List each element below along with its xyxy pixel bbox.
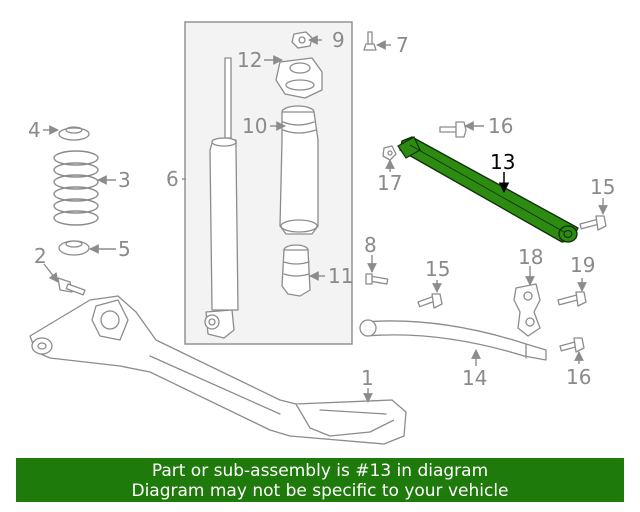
banner-line-2: Diagram may not be specific to your vehi…	[131, 481, 509, 501]
top-mount	[275, 57, 323, 99]
callout-6: 6	[166, 167, 179, 191]
bolt-19	[557, 291, 587, 307]
banner-line-1: Part or sub-assembly is #13 in diagram	[151, 461, 489, 481]
spring-seat-lower	[58, 240, 90, 256]
callout-18: 18	[518, 245, 543, 269]
nut-17	[382, 145, 397, 161]
leader-lines	[43, 35, 608, 403]
bolt-8	[365, 273, 389, 285]
callout-14: 14	[462, 366, 487, 390]
callout-12: 12	[237, 48, 262, 72]
callout-8: 8	[364, 233, 377, 257]
coil-spring	[53, 150, 99, 226]
callout-1: 1	[361, 366, 374, 390]
bolt-16-lower	[559, 337, 585, 353]
spring-seat-upper	[58, 126, 90, 141]
nut-9	[291, 31, 313, 49]
parts-diagram: 1 2 3 4 5 6 7 8 9 10 11 12 13 14 15 15 1…	[28, 21, 615, 445]
shock-absorber	[204, 57, 239, 339]
callout-2: 2	[34, 244, 47, 268]
callout-9: 9	[332, 28, 345, 52]
dust-boot	[279, 105, 319, 235]
rear-axle-beam	[29, 295, 407, 445]
lateral-rod	[359, 319, 547, 361]
callout-4: 4	[28, 118, 41, 142]
callout-19: 19	[570, 253, 595, 277]
callout-11: 11	[328, 264, 353, 288]
bump-stop	[281, 244, 311, 297]
bolt-15-middle	[417, 293, 443, 309]
bolt-7	[363, 31, 377, 51]
callout-17: 17	[377, 171, 402, 195]
bolt-16-upper	[439, 121, 467, 138]
bolt-2	[57, 277, 86, 296]
callout-16-upper: 16	[488, 114, 513, 138]
bracket-18	[513, 283, 541, 337]
callout-5: 5	[118, 237, 131, 261]
highlighted-link-13	[397, 136, 579, 243]
callout-3: 3	[118, 168, 131, 192]
callout-13: 13	[490, 150, 515, 174]
callout-16-lower: 16	[566, 365, 591, 389]
callout-15-middle: 15	[425, 257, 450, 281]
info-banner: Part or sub-assembly is #13 in diagram D…	[16, 458, 624, 502]
callout-10: 10	[242, 114, 267, 138]
callout-15-right: 15	[590, 175, 615, 199]
callout-7: 7	[396, 33, 409, 57]
bolt-15-right	[579, 215, 607, 231]
